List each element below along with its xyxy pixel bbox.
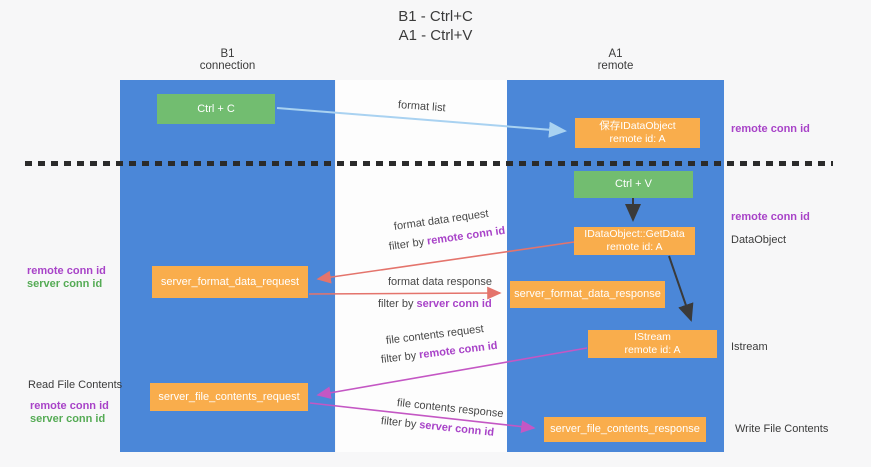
istream-line1: IStream — [634, 331, 671, 343]
write-file-contents-label: Write File Contents — [735, 423, 829, 435]
server-conn-id-label: server conn id — [27, 278, 103, 290]
lane-a1-role: remote — [597, 60, 634, 72]
diagram-title-line2: A1 - Ctrl+V — [398, 27, 473, 44]
getdata-line1: IDataObject::GetData — [584, 228, 685, 240]
server-conn-id-label: server conn id — [30, 413, 106, 425]
dataobject-label: DataObject — [731, 234, 787, 246]
remote-conn-id-label: remote conn id — [27, 265, 106, 277]
node-istream: IStream remote id: A — [588, 330, 717, 358]
remote-conn-id-label: remote conn id — [731, 211, 810, 223]
lane-a1-name: A1 — [608, 48, 623, 60]
node-server-file-contents-response: server_file_contents_response — [544, 417, 706, 442]
node-server-format-data-request: server_format_data_request — [152, 266, 308, 298]
getdata-line2: remote id: A — [606, 241, 663, 253]
diagram-title-line1: B1 - Ctrl+C — [398, 8, 473, 25]
lane-header-a1: A1 remote — [507, 48, 724, 72]
node-ctrl-v: Ctrl + V — [574, 171, 693, 198]
save-idataobject-line1: 保存IDataObject — [599, 120, 676, 132]
filter-by-text: filter by — [378, 298, 414, 310]
left-conn-ids-top: remote conn id server conn id — [27, 265, 106, 291]
lane-b1-name: B1 — [220, 48, 235, 60]
lane-header-b1: B1 connection — [120, 48, 335, 72]
node-server-format-data-response: server_format_data_response — [510, 281, 665, 308]
read-file-contents-label: Read File Contents — [28, 379, 123, 391]
node-ctrl-c: Ctrl + C — [157, 94, 275, 124]
node-idataobject-getdata: IDataObject::GetData remote id: A — [574, 227, 695, 255]
dashed-separator-line — [25, 161, 833, 166]
server-conn-id-text: server conn id — [416, 298, 492, 310]
left-conn-ids-bottom: remote conn id server conn id — [30, 400, 109, 426]
label-format-data-response: format data response — [388, 276, 492, 288]
remote-conn-id-label: remote conn id — [30, 400, 109, 412]
remote-conn-id-label: remote conn id — [731, 123, 810, 135]
node-save-idataobject: 保存IDataObject remote id: A — [575, 118, 700, 148]
lane-b1-role: connection — [199, 60, 256, 72]
istream-label: Istream — [731, 341, 768, 353]
node-server-file-contents-request: server_file_contents_request — [150, 383, 308, 411]
save-idataobject-line2: remote id: A — [609, 133, 666, 145]
istream-line2: remote id: A — [624, 344, 681, 356]
lane-gap-background — [336, 80, 507, 452]
